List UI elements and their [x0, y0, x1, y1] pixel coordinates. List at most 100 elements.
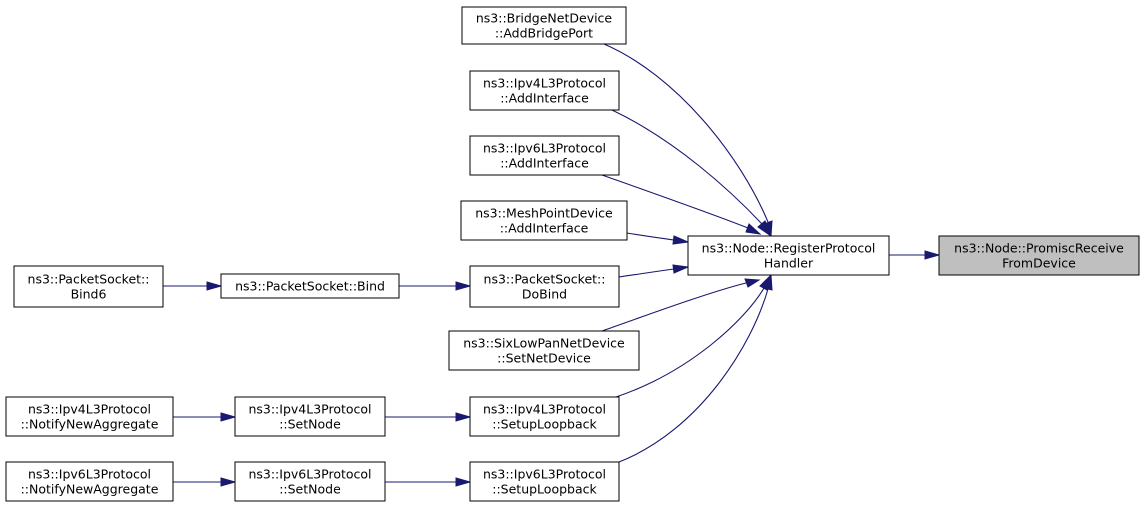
edge-bind6-to-bind	[163, 281, 223, 291]
nodes-layer: ns3::Node::PromiscReceiveFromDevicens3::…	[5, 6, 1140, 502]
node-label-line: ns3::Ipv6L3Protocol	[28, 467, 151, 482]
node-ipv6AddIf[interactable]: ns3::Ipv6L3Protocol::AddInterface	[469, 135, 620, 176]
node-label-line: ns3::Ipv4L3Protocol	[483, 402, 606, 417]
node-ipv4Notify[interactable]: ns3::Ipv4L3Protocol::NotifyNewAggregate	[5, 396, 174, 437]
node-box	[5, 461, 174, 502]
node-label-line: ns3::BridgeNetDevice	[476, 11, 613, 26]
node-label-line: ns3::MeshPointDevice	[475, 206, 613, 221]
node-label-line: FromDevice	[1002, 256, 1076, 271]
edge-mesh-to-register	[626, 232, 690, 245]
node-label-line: ns3::PacketSocket::	[28, 272, 150, 287]
node-label-line: ::AddBridgePort	[495, 26, 593, 41]
edge-line	[601, 282, 747, 332]
node-bridge[interactable]: ns3::BridgeNetDevice::AddBridgePort	[461, 6, 627, 45]
edge-line	[615, 287, 765, 398]
edge-ipv4AddIf-to-register	[611, 109, 773, 238]
node-box	[938, 235, 1140, 276]
node-label-line: ns3::SixLowPanNetDevice	[463, 336, 625, 351]
node-label-line: ns3::Node::PromiscReceive	[954, 241, 1124, 256]
node-label-line: ns3::PacketSocket::	[484, 272, 606, 287]
node-label-line: ns3::PacketSocket::Bind	[235, 279, 385, 294]
node-label-line: ns3::Ipv6L3Protocol	[248, 467, 371, 482]
arrow-head-icon	[763, 273, 773, 291]
edge-line	[611, 109, 763, 225]
edge-line	[618, 268, 675, 278]
node-box	[469, 396, 620, 437]
node-box	[469, 265, 620, 308]
node-box	[469, 135, 620, 176]
node-label-line: ::SetupLoopback	[492, 417, 597, 432]
node-box	[220, 273, 400, 299]
node-ipv6Notify[interactable]: ns3::Ipv6L3Protocol::NotifyNewAggregate	[5, 461, 174, 502]
arrow-head-icon	[672, 235, 690, 245]
node-label-line: ns3::Ipv6L3Protocol	[483, 467, 606, 482]
edge-bind-to-doBind	[399, 281, 472, 291]
node-label-line: ns3::Ipv4L3Protocol	[28, 402, 151, 417]
node-box	[5, 396, 174, 437]
node-box	[687, 235, 890, 276]
arrow-head-icon	[745, 223, 762, 235]
edge-ipv6Loop-to-register	[618, 273, 773, 463]
node-label-line: DoBind	[522, 287, 567, 302]
node-ipv4AddIf[interactable]: ns3::Ipv4L3Protocol::AddInterface	[469, 70, 620, 111]
arrow-head-icon	[220, 412, 237, 422]
node-box	[460, 200, 628, 241]
node-ipv6SetNode[interactable]: ns3::Ipv6L3Protocol::SetNode	[234, 461, 386, 502]
node-doBind[interactable]: ns3::PacketSocket::DoBind	[469, 265, 620, 308]
node-label-line: ::AddInterface	[500, 156, 589, 171]
edge-bridge-to-register	[603, 43, 773, 238]
arrow-head-icon	[455, 281, 472, 291]
node-label-line: ::AddInterface	[500, 221, 589, 236]
arrow-head-icon	[757, 220, 773, 238]
node-ipv4Loop[interactable]: ns3::Ipv4L3Protocol::SetupLoopback	[469, 396, 620, 437]
arrow-head-icon	[744, 278, 761, 288]
node-label-line: ns3::Ipv4L3Protocol	[248, 402, 371, 417]
edge-line	[603, 43, 769, 223]
node-label-line: ::SetNetDevice	[497, 351, 591, 366]
edge-register-to-promisc	[889, 250, 941, 260]
edge-ipv6SetNode-to-ipv6Loop	[385, 477, 472, 487]
edge-ipv6AddIf-to-register	[601, 174, 762, 235]
node-label-line: ::SetupLoopback	[492, 482, 597, 497]
node-box	[13, 265, 164, 308]
node-bind[interactable]: ns3::PacketSocket::Bind	[220, 273, 400, 299]
node-label-line: ::NotifyNewAggregate	[21, 482, 159, 497]
node-label-line: ::NotifyNewAggregate	[21, 417, 159, 432]
edge-ipv4Notify-to-ipv4SetNode	[173, 412, 237, 422]
node-sixlowpan[interactable]: ns3::SixLowPanNetDevice::SetNetDevice	[448, 330, 640, 371]
node-box	[448, 330, 640, 371]
node-label-line: ::AddInterface	[500, 91, 589, 106]
arrow-head-icon	[220, 477, 237, 487]
edge-ipv6Notify-to-ipv6SetNode	[173, 477, 237, 487]
edge-line	[601, 174, 749, 229]
arrow-head-icon	[455, 477, 472, 487]
edge-line	[626, 232, 675, 241]
edge-doBind-to-register	[618, 264, 690, 278]
node-mesh[interactable]: ns3::MeshPointDevice::AddInterface	[460, 200, 628, 241]
node-box	[461, 6, 627, 45]
node-box	[469, 70, 620, 111]
node-ipv4SetNode[interactable]: ns3::Ipv4L3Protocol::SetNode	[234, 396, 386, 437]
arrow-head-icon	[455, 412, 472, 422]
node-ipv6Loop[interactable]: ns3::Ipv6L3Protocol::SetupLoopback	[469, 461, 620, 502]
edge-line	[618, 288, 769, 463]
node-label-line: Bind6	[71, 287, 107, 302]
node-box	[234, 461, 386, 502]
node-label-line: ::SetNode	[279, 417, 341, 432]
node-box	[234, 396, 386, 437]
arrow-head-icon	[206, 281, 223, 291]
node-bind6[interactable]: ns3::PacketSocket::Bind6	[13, 265, 164, 308]
node-label-line: ns3::Ipv6L3Protocol	[483, 141, 606, 156]
edge-sixlowpan-to-register	[601, 278, 761, 332]
node-label-line: Handler	[764, 256, 814, 271]
arrow-head-icon	[924, 250, 941, 260]
edge-ipv4SetNode-to-ipv4Loop	[385, 412, 472, 422]
node-label-line: ns3::Ipv4L3Protocol	[483, 76, 606, 91]
node-label-line: ns3::Node::RegisterProtocol	[702, 241, 876, 256]
node-label-line: ::SetNode	[279, 482, 341, 497]
edges-layer	[163, 43, 941, 487]
node-box	[469, 461, 620, 502]
